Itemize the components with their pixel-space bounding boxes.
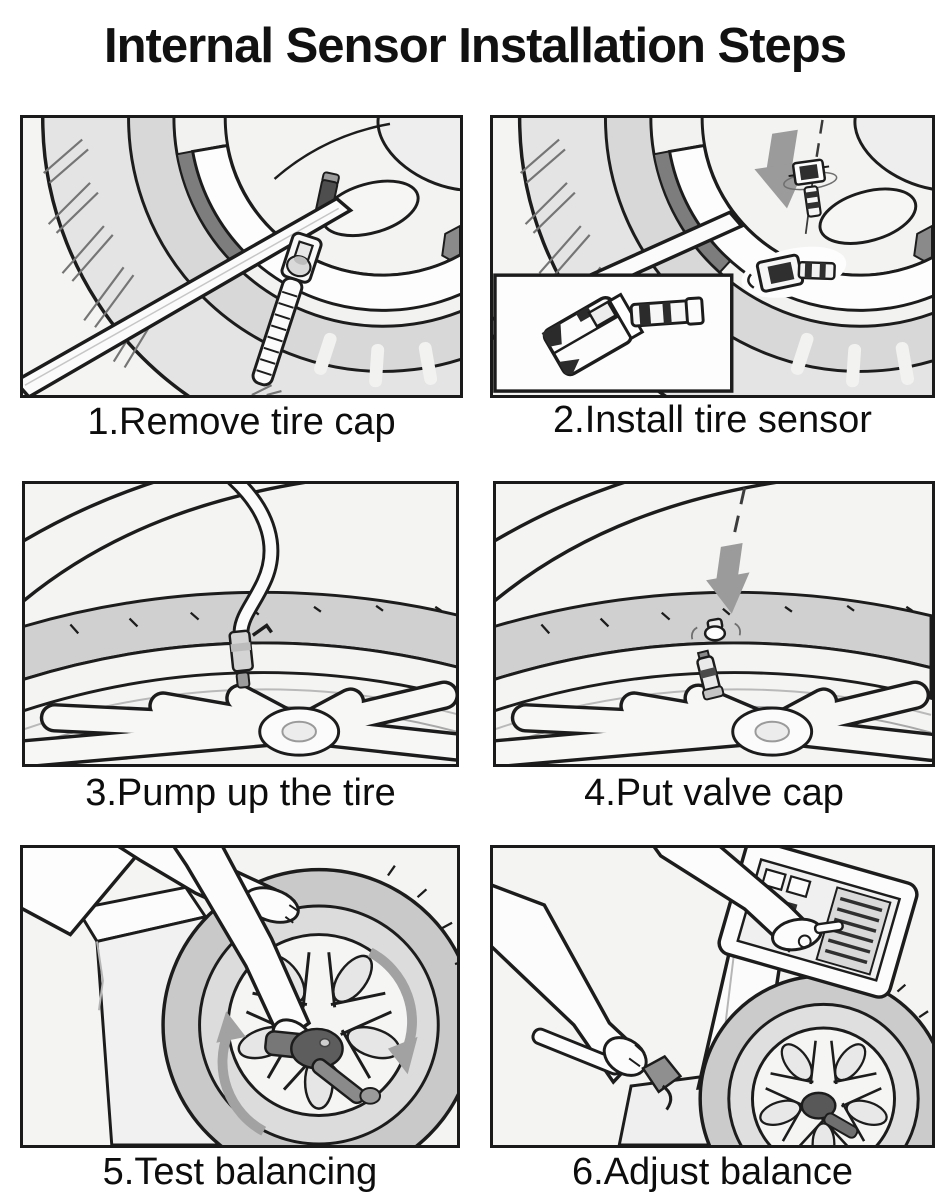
hammer-arm xyxy=(493,883,683,1111)
rim-lip xyxy=(496,641,932,712)
spin-nut-tool xyxy=(264,1027,382,1105)
step-2-illustration xyxy=(493,118,932,395)
step-2-panel xyxy=(490,115,935,398)
step-4-illustration xyxy=(496,484,932,764)
tread-nicks xyxy=(540,604,913,635)
step-3-caption: 3.Pump up the tire xyxy=(85,772,396,814)
step-6-illustration xyxy=(493,848,932,1145)
operator-torso xyxy=(23,848,146,937)
step-6-panel xyxy=(490,845,935,1148)
page-title: Internal Sensor Installation Steps xyxy=(103,19,847,73)
guide-line xyxy=(731,487,747,542)
step-5-caption: 5.Test balancing xyxy=(102,1151,378,1193)
air-hose xyxy=(227,484,280,689)
valve-cap xyxy=(690,617,741,642)
tread-slots xyxy=(790,332,915,388)
pressing-arm xyxy=(652,848,844,953)
step-1-illustration xyxy=(23,118,460,395)
step-2-caption: 2.Install tire sensor xyxy=(553,399,872,441)
step-3-panel xyxy=(22,481,459,767)
rim-details xyxy=(818,118,932,267)
valve-core-tool xyxy=(251,231,323,387)
tread-slots xyxy=(314,332,438,388)
step-1-caption: 1.Remove tire cap xyxy=(87,401,396,443)
sensor-inset xyxy=(493,273,734,393)
step-5-panel xyxy=(20,845,460,1148)
rim-lip xyxy=(25,641,456,712)
sensor-small xyxy=(783,158,838,218)
valve-stem xyxy=(696,649,725,701)
sensor-on-rim xyxy=(741,246,847,298)
step-4-caption: 4.Put valve cap xyxy=(584,772,844,814)
wheel xyxy=(698,964,932,1145)
step-3-illustration xyxy=(25,484,456,764)
down-arrow-icon xyxy=(706,542,750,614)
rim-barrel-band xyxy=(190,143,460,312)
rotation-arrows xyxy=(216,947,418,1136)
step-6-caption: 6.Adjust balance xyxy=(572,1151,853,1193)
tire-iron xyxy=(23,196,354,395)
rim-details xyxy=(273,118,460,267)
console-display xyxy=(717,848,919,999)
step-1-panel xyxy=(20,115,463,398)
step-4-panel xyxy=(493,481,935,767)
step-5-illustration xyxy=(23,848,457,1145)
